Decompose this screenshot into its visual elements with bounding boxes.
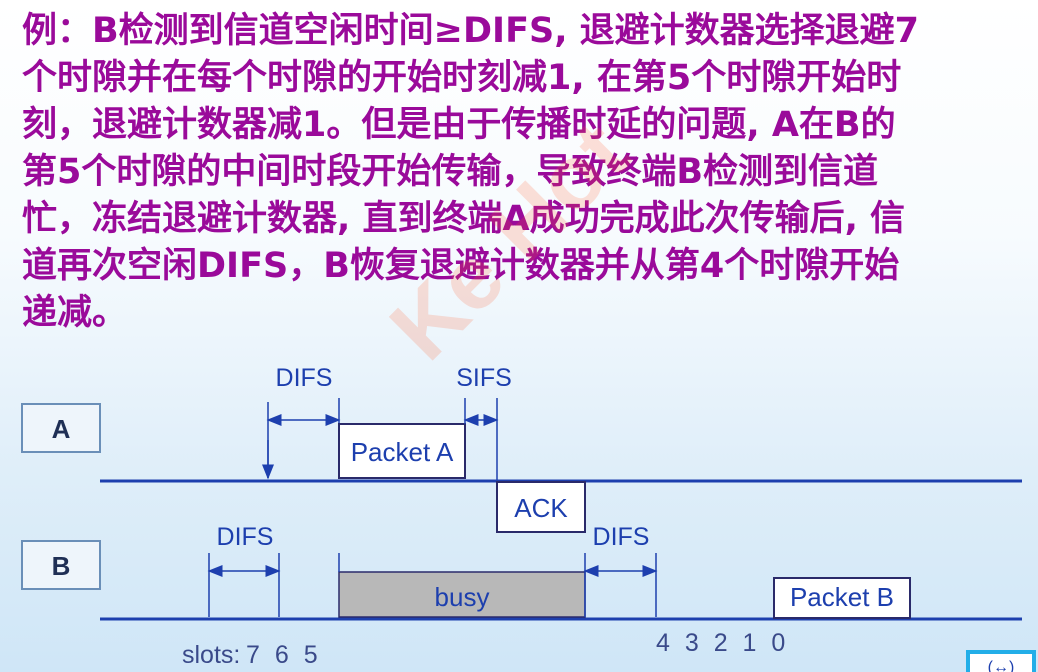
slots-label: slots:	[182, 641, 240, 669]
paragraph-line: 递减。	[22, 293, 128, 333]
station-a-label: A	[52, 414, 71, 444]
paragraph-line: 道再次空闲DIFS，B恢复退避计数器并从第4个时隙开始	[22, 246, 900, 286]
sifs-label: SIFS	[456, 364, 512, 392]
station-b-box: B	[21, 540, 101, 590]
ack-block: ACK	[496, 481, 586, 533]
slots-first-values: 7 6 5	[246, 641, 322, 669]
paragraph-line: 忙，冻结退避计数器, 直到终端A成功完成此次传输后, 信	[22, 199, 906, 239]
paragraph-line: 刻，退避计数器减1。但是由于传播时延的问题, A在B的	[22, 105, 896, 145]
difs-a-label: DIFS	[276, 364, 333, 392]
difs-b1-label: DIFS	[217, 523, 274, 551]
packet-a-block: Packet A	[338, 423, 466, 479]
busy-block: busy	[338, 571, 586, 618]
packet-a-label: Packet A	[351, 437, 454, 467]
difs-b2-label: DIFS	[593, 523, 650, 551]
packet-b-block: Packet B	[773, 577, 911, 619]
paragraph-line: 例：B检测到信道空闲时间≥DIFS, 退避计数器选择退避7	[22, 11, 920, 51]
busy-label: busy	[435, 582, 490, 612]
description-paragraph: 例：B检测到信道空闲时间≥DIFS, 退避计数器选择退避7 个时隙并在每个时隙的…	[22, 8, 1022, 337]
corner-nav-icon[interactable]: (↔)	[966, 650, 1036, 672]
ack-label: ACK	[514, 493, 568, 523]
svg-text:(↔): (↔)	[988, 659, 1015, 672]
packet-b-label: Packet B	[790, 582, 894, 612]
paragraph-line: 第5个时隙的中间时段开始传输，导致终端B检测到信道	[22, 152, 879, 192]
station-a-box: A	[21, 403, 101, 453]
paragraph-line: 个时隙并在每个时隙的开始时刻减1, 在第5个时隙开始时	[22, 58, 902, 98]
station-b-label: B	[52, 551, 71, 581]
slots-second-values: 4 3 2 1 0	[656, 629, 789, 657]
